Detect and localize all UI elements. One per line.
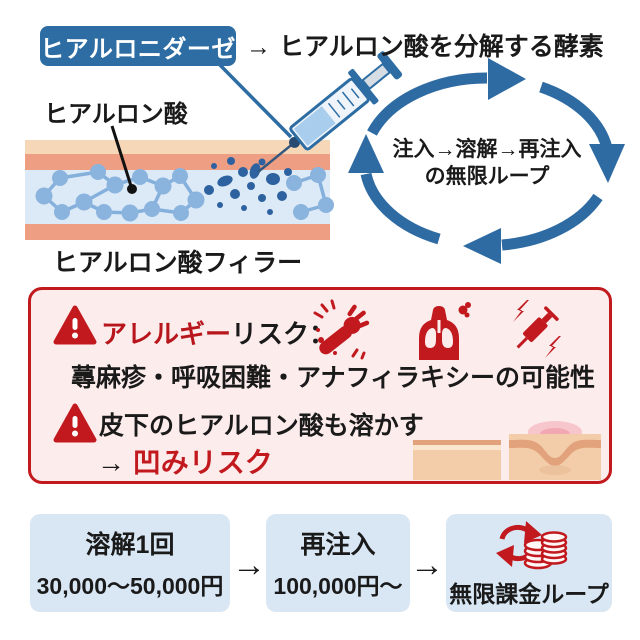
syringe-illustration: [257, 51, 403, 173]
infinite-loop-arrowheads: [348, 58, 625, 264]
infinite-loop-text: 注入→溶解→再注入 の無限ループ: [372, 136, 602, 190]
skin-dent-illustration: [509, 421, 601, 480]
dent-arrow: →: [97, 447, 125, 478]
cost-step-reinject: 再注入 100,000円〜: [266, 514, 410, 612]
term-definition: → ヒアルロン酸を分解する酵素: [246, 27, 604, 67]
skin-flat-illustration: [413, 440, 501, 480]
term-label: ヒアルロニダーゼ: [40, 35, 236, 63]
cost-step-endless: 無限課金ループ: [446, 514, 612, 612]
dent-risk-label: 凹みリスク: [132, 447, 273, 478]
cost-step3-label: 無限課金ループ: [449, 581, 609, 607]
rash-arm-icon: [313, 299, 370, 360]
allergy-title-rest: リスク：: [231, 319, 336, 349]
skin-lower-dermis-layer: [25, 224, 330, 240]
term-box: ヒアルロニダーゼ: [40, 26, 236, 66]
anaphylaxis-syringe-icon: [513, 300, 561, 358]
cost-flow-arrow-2: →: [410, 546, 444, 584]
allergy-risk-title: アレルギーリスク：: [101, 314, 335, 351]
allergy-detail: 蕁麻疹・呼吸困難・アナフィラキシーの可能性: [71, 364, 596, 392]
infinite-loop-arrows: [360, 72, 613, 251]
definition-text: ヒアルロン酸を分解する酵素: [279, 33, 604, 61]
dent-warning-line2: → 凹みリスク: [97, 441, 273, 481]
skin-diagram-caption: ヒアルロン酸フィラー: [52, 249, 303, 277]
cost-step1-price: 30,000〜50,000円: [36, 573, 224, 599]
cost-step-dissolve: 溶解1回 30,000〜50,000円: [30, 514, 230, 612]
molecule-nodes: [35, 164, 334, 222]
definition-arrow: →: [246, 33, 271, 61]
dent-warning-line1: 皮下のヒアルロン酸も溶かす: [99, 412, 424, 440]
warning-triangle-icon: [53, 305, 97, 345]
money-loop-icon: [496, 521, 568, 570]
label-pointer-line: [110, 125, 137, 194]
allergy-title-emphasis: アレルギー: [101, 319, 232, 349]
breathing-lungs-icon: [419, 302, 471, 360]
skin-epidermis-layer: [25, 140, 330, 154]
cost-flow-arrow-1: →: [232, 546, 266, 584]
loop-line1: 注入→溶解→再注入: [392, 138, 582, 161]
cost-step2-price: 100,000円〜: [273, 573, 403, 599]
loop-line2: の無限ループ: [424, 165, 550, 188]
warning-box: アレルギーリスク：: [28, 287, 612, 484]
dissolved-fragments: [204, 157, 292, 215]
term-pointer-line: [217, 62, 293, 139]
hyaluronic-acid-label: ヒアルロン酸: [44, 101, 188, 128]
warning-triangle-icon-2: [53, 403, 97, 443]
cost-step1-title: 溶解1回: [85, 531, 175, 559]
cost-step2-title: 再注入: [300, 531, 376, 559]
